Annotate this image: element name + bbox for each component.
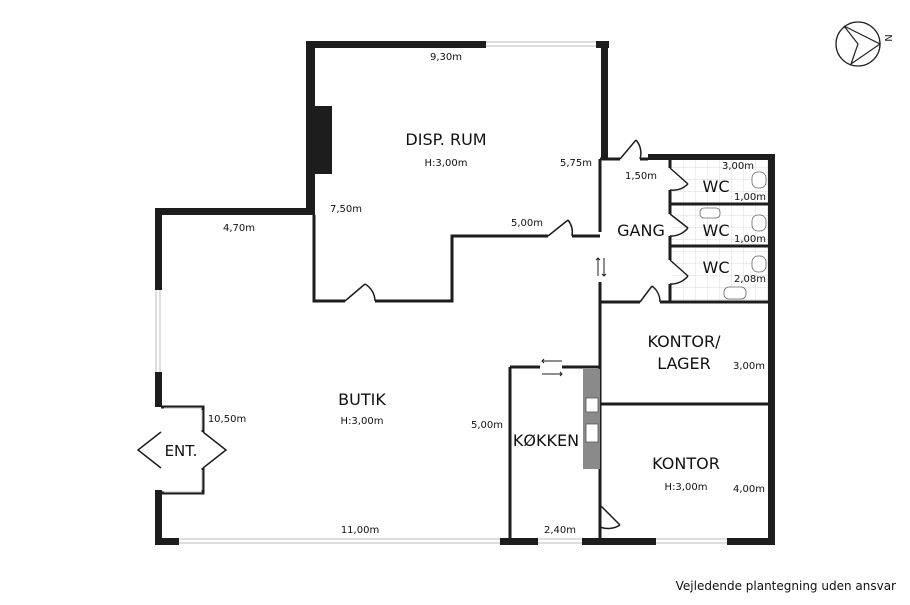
room-name-kontor: KONTOR <box>652 454 720 473</box>
room-name-kontor-lager-2: LAGER <box>657 354 711 373</box>
windows <box>155 41 727 544</box>
sliding-door-gang <box>595 257 607 277</box>
dim-wc1: 1,00m <box>734 192 766 203</box>
door-kontor <box>599 504 621 530</box>
dim-butik-side: 10,50m <box>208 414 246 425</box>
dim-disp-right: 5,75m <box>560 158 592 169</box>
door-wc3 <box>669 259 689 285</box>
room-name-gang: GANG <box>617 221 665 240</box>
door-wc2 <box>669 213 689 237</box>
disclaimer-text: Vejledende plantegning uden ansvar <box>675 579 896 593</box>
room-height-disp-rum: H:3,00m <box>425 158 468 169</box>
dim-disp-bottom: 5,00m <box>511 218 543 229</box>
walls <box>155 41 775 545</box>
door-disp-right <box>547 219 574 237</box>
north-compass-icon: N <box>835 21 893 67</box>
room-name-wc-1: WC <box>703 177 730 196</box>
dim-gang: 1,50m <box>625 171 657 182</box>
kitchen-counter <box>583 369 600 469</box>
wc-fixtures <box>699 171 767 300</box>
door-gang-bottom <box>639 285 661 303</box>
dim-kontor: 4,00m <box>733 484 765 495</box>
room-name-butik: BUTIK <box>338 390 386 409</box>
dim-disp-top: 9,30m <box>430 52 462 63</box>
dim-disp-side: 7,50m <box>330 204 362 215</box>
sliding-door-kokken <box>541 358 563 377</box>
dim-kontor-lager: 3,00m <box>733 361 765 372</box>
door-wc1 <box>669 167 689 191</box>
door-disp-bottom <box>344 283 376 302</box>
room-name-entrance: ENT. <box>165 442 198 460</box>
entrance-bay <box>136 405 228 495</box>
room-height-butik: H:3,00m <box>341 416 384 427</box>
door-gang-top <box>619 139 642 160</box>
room-labels: DISP. RUM H:3,00m BUTIK H:3,00m GANG WC … <box>165 130 730 493</box>
room-name-disp-rum: DISP. RUM <box>405 130 486 149</box>
dim-wc1-top: 3,00m <box>722 161 754 172</box>
dim-butik-top: 4,70m <box>223 223 255 234</box>
dim-wc2: 1,00m <box>734 234 766 245</box>
room-name-kokken: KØKKEN <box>513 431 579 450</box>
compass-label: N <box>882 34 893 41</box>
dim-kokken-bottom: 2,40m <box>544 525 576 536</box>
room-name-kontor-lager-1: KONTOR/ <box>647 332 721 351</box>
dim-wc3: 2,08m <box>734 274 766 285</box>
dim-butik-bottom: 11,00m <box>341 525 379 536</box>
room-name-wc-3: WC <box>703 258 730 277</box>
dimension-labels: 9,30m 7,50m 5,75m 5,00m 4,70m 10,50m 11,… <box>208 52 766 536</box>
room-name-wc-2: WC <box>703 221 730 240</box>
dim-kokken-side: 5,00m <box>471 420 503 431</box>
room-height-kontor: H:3,00m <box>665 482 708 493</box>
doors <box>344 139 689 530</box>
